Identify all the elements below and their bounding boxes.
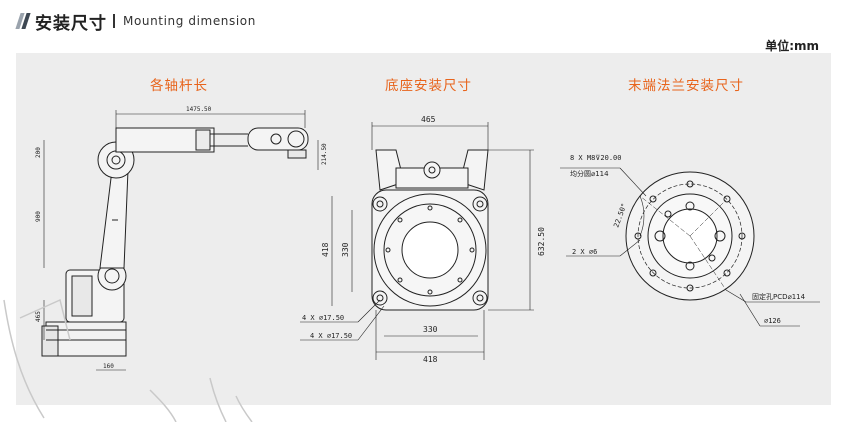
- title-english: Mounting dimension: [123, 14, 256, 28]
- base-dim-330-h: 330: [423, 325, 438, 334]
- section-header: 安装尺寸 Mounting dimension: [15, 9, 256, 34]
- flange-pcd-label: 固定孔PCD⌀114: [752, 292, 806, 301]
- arm-lower-link: [99, 169, 129, 269]
- title-divider: [113, 14, 115, 28]
- base-hole-label-2: 4 X ⌀17.50: [310, 332, 352, 340]
- base-dim-632: 632.50: [537, 227, 546, 256]
- robot-arm-drawing: [41, 110, 319, 371]
- title-chinese: 安装尺寸: [35, 13, 107, 34]
- base-dim-418-v: 418: [321, 242, 330, 257]
- base-mount-drawing: [300, 122, 534, 360]
- arm-dim-465: 465: [35, 311, 42, 322]
- flange-angle-label: 22.50°: [612, 202, 628, 229]
- arm-wrist: [247, 127, 309, 151]
- base-dim-465: 465: [421, 115, 436, 124]
- arm-dim-1475: 1475.50: [186, 106, 212, 113]
- flange-drawing: [560, 167, 820, 327]
- arm-section-title: 各轴杆长: [150, 78, 208, 94]
- arm-dim-200: 200: [35, 147, 42, 158]
- base-hole-label-1: 4 X ⌀17.50: [302, 314, 344, 322]
- base-section-title: 底座安装尺寸: [385, 78, 472, 94]
- watermark-strokes: [3, 298, 253, 422]
- flange-section-title: 末端法兰安装尺寸: [628, 78, 744, 94]
- arm-dim-160: 160: [103, 363, 114, 370]
- flange-bolt-circle-label: 均分圆⌀114: [570, 169, 609, 178]
- base-dim-330-v: 330: [341, 242, 350, 257]
- arm-dim-214: 214.50: [321, 143, 328, 165]
- base-dim-418-h: 418: [423, 355, 438, 364]
- unit-label: 单位:mm: [765, 39, 819, 53]
- arm-dim-900: 900: [35, 211, 42, 222]
- flange-bolt-label: 8 X M8⊽20.00: [570, 154, 621, 162]
- flange-outer-label: ⌀126: [764, 317, 781, 325]
- flange-pin-label: 2 X ⌀6: [572, 248, 597, 256]
